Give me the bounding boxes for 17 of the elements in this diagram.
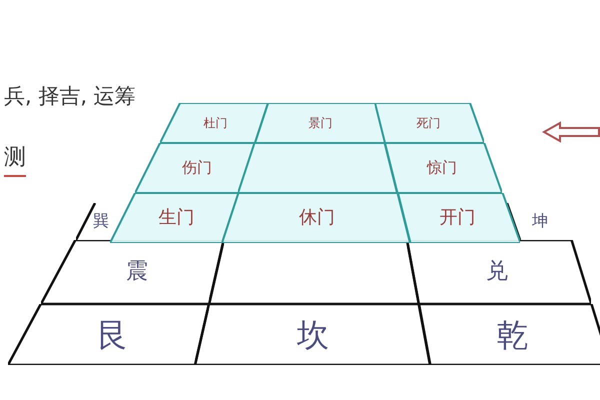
cell-label: 震 — [126, 261, 148, 283]
cell-label: 休门 — [298, 209, 335, 227]
note-text: 测 — [4, 142, 26, 177]
cell-label: 乾 — [496, 318, 528, 350]
cell-label: 惊门 — [427, 160, 458, 176]
cell-label: 巽 — [93, 213, 109, 229]
cell-label: 兑 — [486, 261, 508, 283]
cell-label: 景门 — [308, 117, 333, 129]
cell-label: 坎 — [297, 318, 330, 350]
cell-label: 伤门 — [182, 160, 212, 176]
note-text: 兵, 择吉, 运筹 — [4, 83, 136, 110]
cell-label: 坤 — [532, 213, 548, 229]
cell-label: 开门 — [439, 209, 476, 227]
cell-label: 艮 — [97, 318, 130, 350]
cell-label: 死门 — [416, 117, 441, 129]
cell-label: 生门 — [158, 209, 194, 227]
cell-label: 杜门 — [204, 117, 228, 129]
